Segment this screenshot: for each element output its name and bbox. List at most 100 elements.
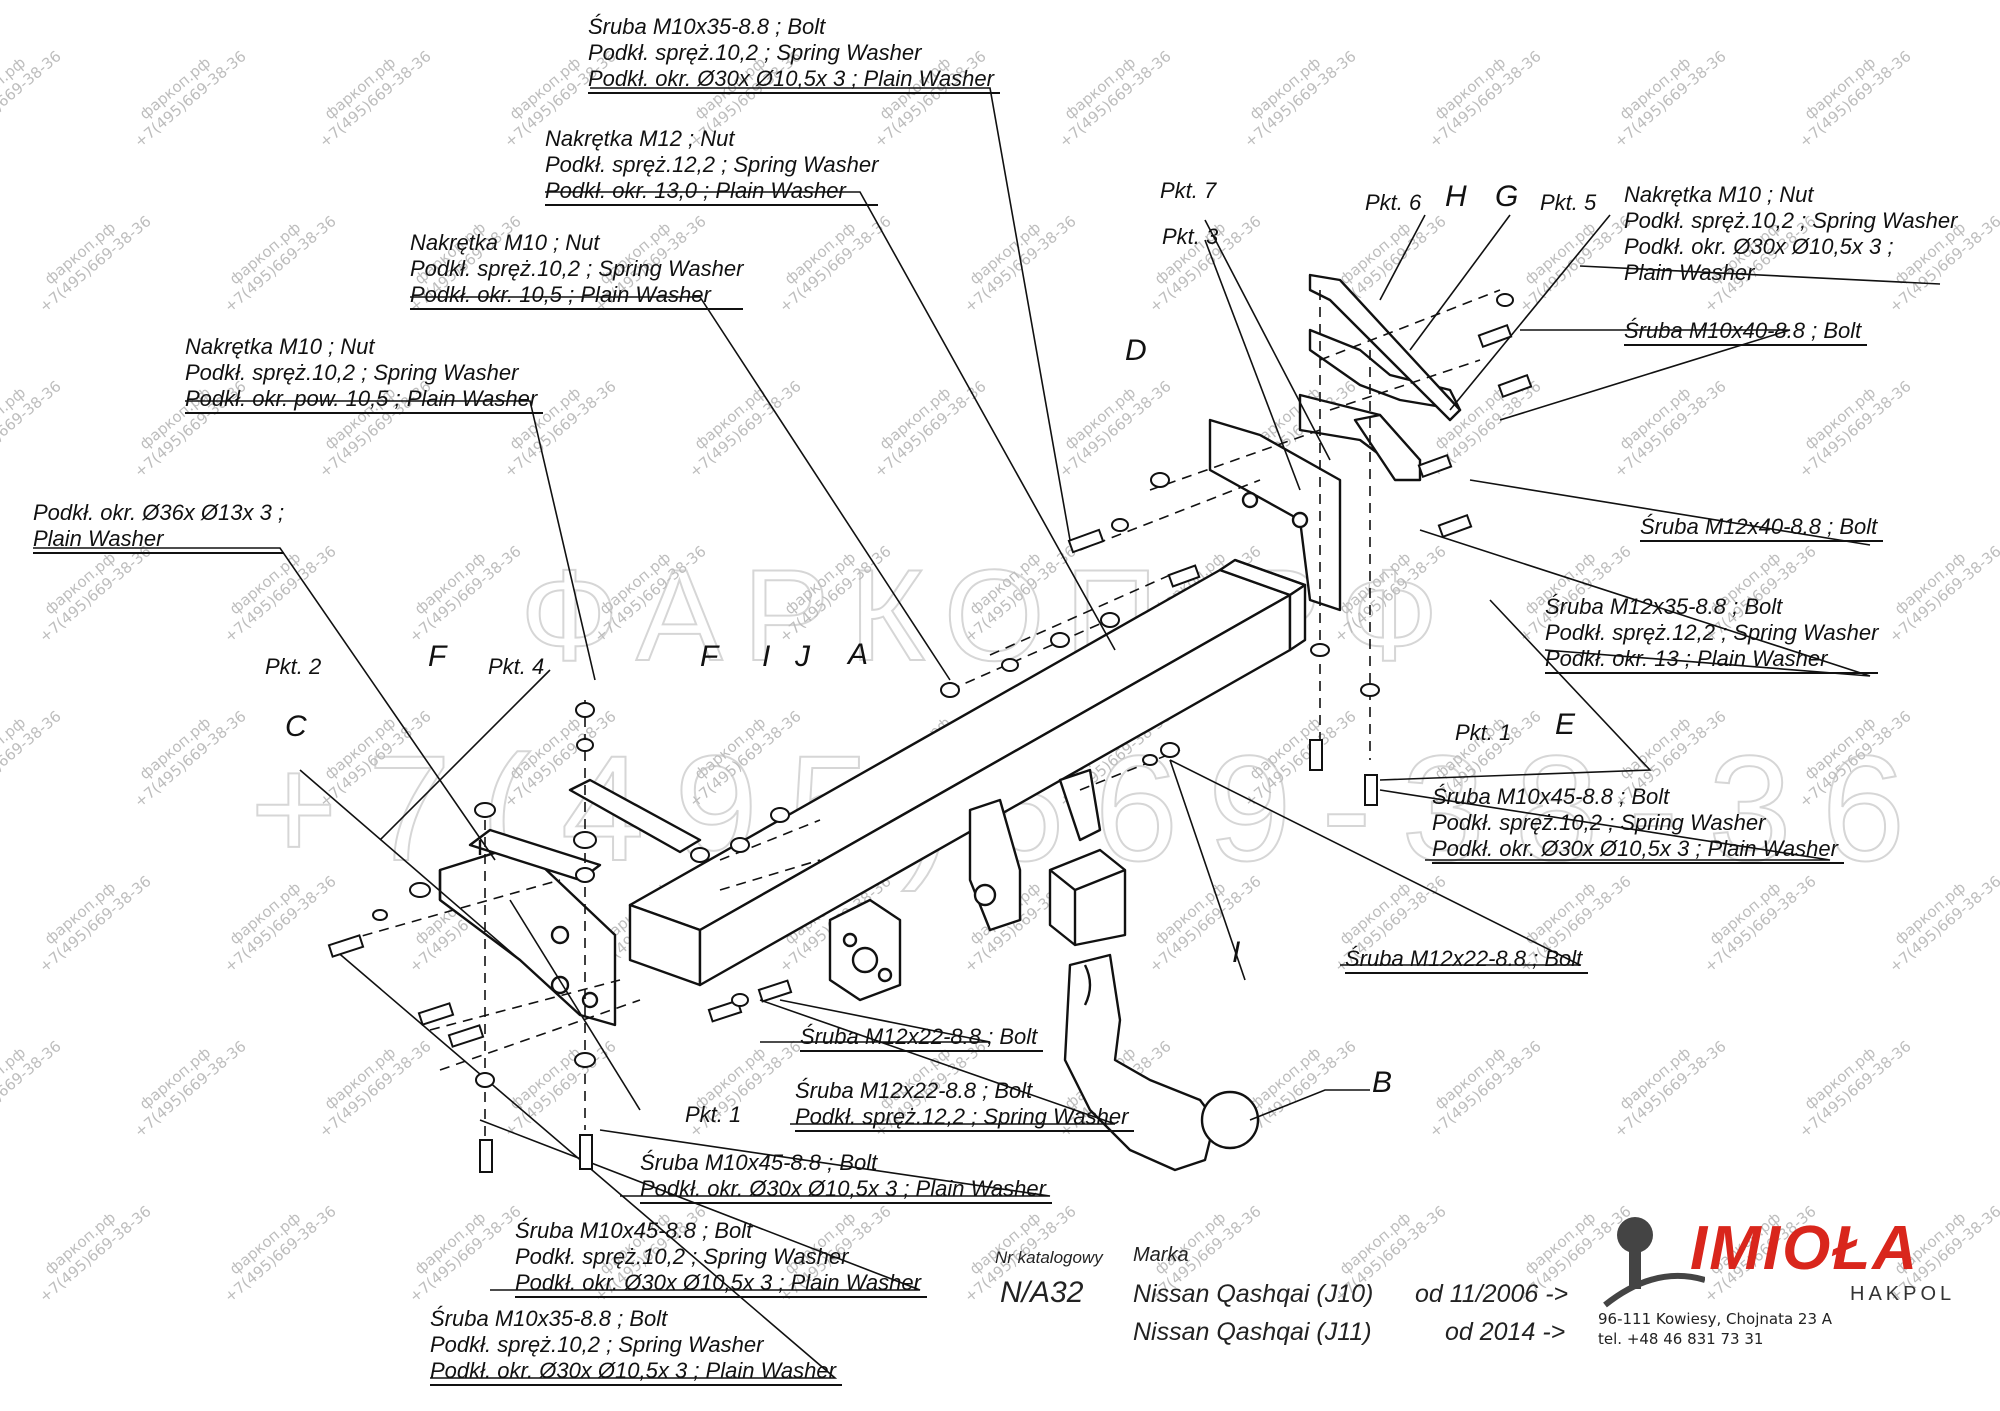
point-label-pkt2: Pkt. 2 [265,654,322,679]
watermark-item: фаркоп.рф+7(495)669-38-36 [0,363,65,481]
main-beam [628,558,1307,987]
watermark-item: фаркоп.рф+7(495)669-38-36 [304,33,434,151]
watermark-item: фаркоп.рф+7(495)669-38-36 [1784,33,1914,151]
label-nut-m12: Nakrętka M12 ; Nut Podkł. spręż.12,2 ; S… [545,126,879,206]
bolt-vertical-2 [1364,774,1378,806]
label-bolt-m12x22-spring: Śruba M12x22-8.8 ; Bolt Podkł. spręż.12,… [795,1078,1135,1132]
watermark-item: фаркоп.рф+7(495)669-38-36 [859,363,989,481]
bolt-right-1 [1417,453,1453,479]
point-label-pkt7: Pkt. 7 [1160,178,1217,203]
watermark-item: фаркоп.рф+7(495)669-38-36 [674,363,804,481]
watermark-item: фаркоп.рф+7(495)669-38-36 [0,33,65,151]
catalog-model-1-name: Nissan Qashqai (J10) [1133,1280,1374,1308]
part-letter-b: B [1372,1066,1393,1099]
watermark-item: фаркоп.рф+7(495)669-38-36 [489,1023,619,1141]
catalog-model-2-from: od 2014 -> [1445,1318,1566,1346]
brand-sub: HAKPOL [1850,1283,1956,1305]
point-label-pkt5: Pkt. 5 [1540,190,1597,215]
watermark-item: фаркоп.рф+7(495)669-38-36 [1599,1023,1729,1141]
brand-phone: tel. +48 46 831 73 31 [1598,1330,1764,1348]
label-bolt-m12x35: Śruba M12x35-8.8 ; Bolt Podkł. spręż.12,… [1545,594,1879,674]
point-label-pkt6: Pkt. 6 [1365,190,1422,215]
part-letter-d: D [1125,334,1147,367]
catalog-nr-label: Nr katalogowy [995,1248,1103,1267]
catalog-nr-value: N/A32 [1000,1276,1084,1309]
bolt-top-2 [1167,564,1201,588]
label-nut-m10-a: Nakrętka M10 ; Nut Podkł. spręż.10,2 ; S… [410,230,744,310]
catalog-marka-label: Marka [1133,1244,1189,1266]
label-bolt-m10x45-right: Śruba M10x45-8.8 ; Bolt Podkł. spręż.10,… [1432,784,1844,864]
bolt-left-1 [327,934,365,958]
part-letter-h: H [1445,180,1467,213]
label-top-bolt: Śruba M10x35-8.8 ; Bolt Podkł. spręż.10,… [588,14,1000,94]
brand-name: IMIOŁA [1690,1214,1919,1283]
watermark-item: фаркоп.рф+7(495)669-38-36 [209,198,339,316]
bolt-vertical-3 [479,1139,493,1173]
watermark-item: фаркоп.рф+7(495)669-38-36 [119,1023,249,1141]
watermark-item: фаркоп.рф+7(495)669-38-36 [24,1188,154,1306]
bolt-right-4 [1497,373,1533,399]
watermark-item: фаркоп.рф+7(495)669-38-36 [1414,1023,1544,1141]
part-letter-f-2: F [700,640,719,673]
watermark-item: фаркоп.рф+7(495)669-38-36 [119,693,249,811]
watermark-item: фаркоп.рф+7(495)669-38-36 [24,858,154,976]
watermark-item: фаркоп.рф+7(495)669-38-36 [1044,33,1174,151]
bolt-center-2 [757,979,793,1003]
watermark-item: фаркоп.рф+7(495)669-38-36 [1874,528,2000,646]
watermark-item: фаркоп.рф+7(495)669-38-36 [764,198,894,316]
ball-mount-receiver [1048,848,1127,947]
catalog-model-1-from: od 11/2006 -> [1415,1280,1569,1308]
watermark-item: фаркоп.рф+7(495)669-38-36 [949,198,1079,316]
bolt-left-3 [447,1024,485,1048]
part-letter-e: E [1555,708,1576,741]
right-bracket-d [1208,418,1342,612]
label-bolt-m10x40: Śruba M10x40-8.8 ; Bolt [1624,318,1868,346]
nuts [372,293,1514,1088]
part-letter-c: C [285,710,307,743]
centre-bracket-i-1 [968,798,1022,932]
bolt-right-3 [1477,323,1513,349]
watermark-item: фаркоп.рф+7(495)669-38-36 [209,1188,339,1306]
bolt-top-1 [1067,528,1105,554]
brand-logo: IMIOŁA HAKPOL [1595,1205,1965,1335]
fasteners [327,293,1533,1173]
centre-bracket-i-2 [1058,768,1102,842]
label-nut-m10-b: Nakrętka M10 ; Nut Podkł. spręż.10,2 ; S… [185,334,544,414]
point-label-pkt1-right: Pkt. 1 [1455,720,1512,745]
right-plate-h [1308,273,1462,422]
left-plate-f-1 [468,828,602,882]
watermark-item: фаркоп.рф+7(495)669-38-36 [1414,33,1544,151]
watermark-item: фаркоп.рф+7(495)669-38-36 [1044,363,1174,481]
part-letter-a: A [848,638,869,671]
leader-lines [33,87,1941,1379]
watermark-item: фаркоп.рф+7(495)669-38-36 [304,1023,434,1141]
point-label-pkt4: Pkt. 4 [488,654,545,679]
part-letter-f-1: F [428,640,447,673]
watermark-item: фаркоп.рф+7(495)669-38-36 [394,528,524,646]
watermark-item: фаркоп.рф+7(495)669-38-36 [394,1188,524,1306]
towball-logo-icon [1603,1217,1705,1308]
bolt-vertical-1 [1309,739,1323,771]
part-letter-j: J [795,640,810,673]
watermark-item: фаркоп.рф+7(495)669-38-36 [1784,363,1914,481]
socket-plate-j [828,898,902,1002]
right-bracket-e [1298,393,1422,482]
left-plate-f-2 [568,778,702,854]
brand-address: 96-111 Kowiesy, Chojnata 23 A [1598,1310,1833,1328]
point-label-pkt3: Pkt. 3 [1162,224,1219,249]
bolt-vertical-4 [579,1134,593,1170]
label-plain-washer-36: Podkł. okr. Ø36x Ø13x 3 ; Plain Washer [33,500,285,554]
label-bolt-m12x40: Śruba M12x40-8.8 ; Bolt [1640,514,1884,542]
label-bolt-m12x22-center: Śruba M12x22-8.8 ; Bolt [800,1024,1044,1052]
label-right-nut-m10: Nakrętka M10 ; Nut Podkł. spręż.10,2 ; S… [1624,182,1958,285]
watermark-item: фаркоп.рф+7(495)669-38-36 [1599,363,1729,481]
catalog-model-2-name: Nissan Qashqai (J11) [1133,1318,1372,1346]
part-letter-g: G [1495,180,1519,213]
watermark-item: фаркоп.рф+7(495)669-38-36 [24,198,154,316]
watermark-item: фаркоп.рф+7(495)669-38-36 [1599,33,1729,151]
watermark-item: фаркоп.рф+7(495)669-38-36 [119,33,249,151]
watermark-item: фаркоп.рф+7(495)669-38-36 [1784,1023,1914,1141]
watermark-item: фаркоп.рф+7(495)669-38-36 [1504,198,1634,316]
label-bolt-m10x45-plain: Śruba M10x45-8.8 ; Bolt Podkł. okr. Ø30x… [640,1150,1052,1204]
